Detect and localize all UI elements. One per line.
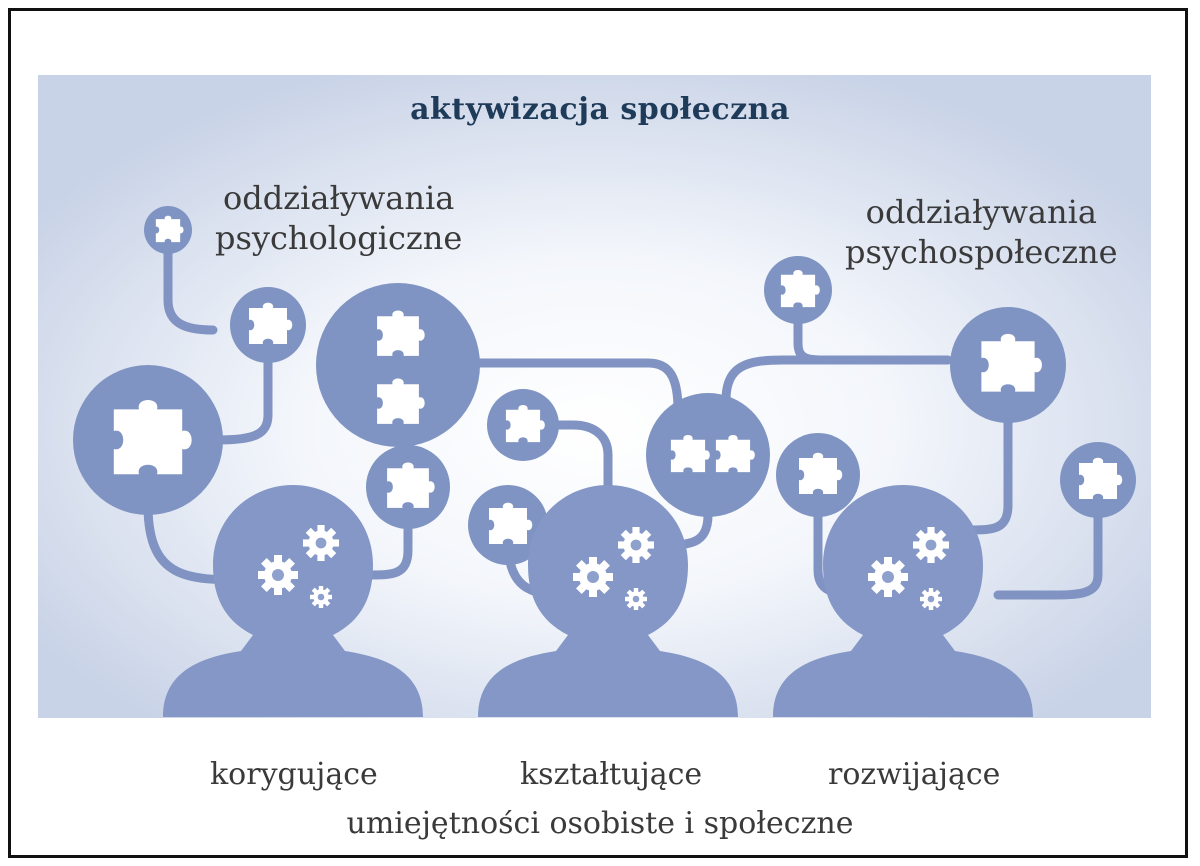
label-psychological-line2: psychologiczne xyxy=(215,219,463,257)
label-psychosocial: oddziaływania psychospołeczne xyxy=(845,192,1118,272)
people-silhouettes xyxy=(163,485,1033,717)
label-corrective: korygujące xyxy=(210,757,378,792)
label-psychological: oddziaływania psychologiczne xyxy=(215,178,462,258)
diagram-title: aktywizacja społeczna xyxy=(410,92,790,127)
label-psychological-line1: oddziaływania xyxy=(223,179,455,217)
puzzle-nodes xyxy=(73,206,1136,565)
label-forming: kształtujące xyxy=(520,757,703,792)
label-developing: rozwijające xyxy=(828,757,1001,792)
label-psychosocial-line1: oddziaływania xyxy=(865,193,1097,231)
social-activation-diagram xyxy=(73,206,1136,717)
label-psychosocial-line2: psychospołeczne xyxy=(845,233,1118,271)
caption-skills: umiejętności osobiste i społeczne xyxy=(346,806,854,841)
